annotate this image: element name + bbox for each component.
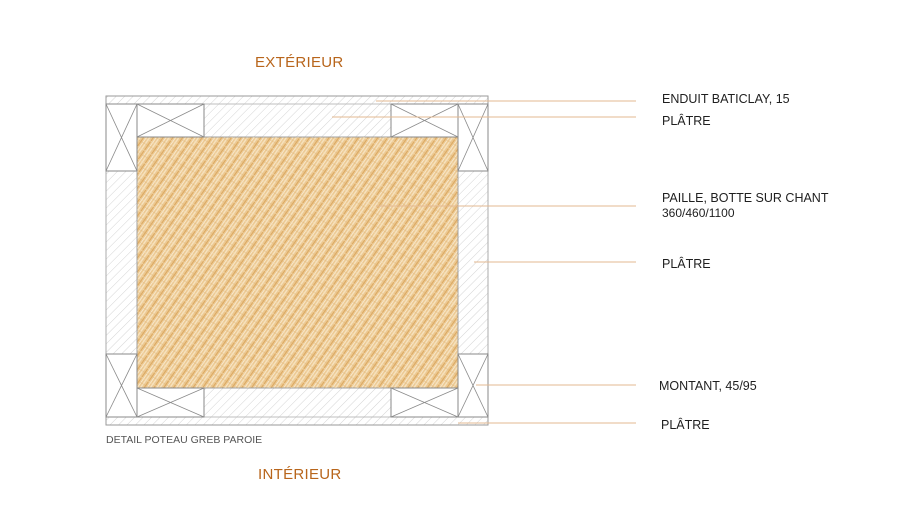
label-platre-2: PLÂTRE xyxy=(662,257,711,271)
interior-label: INTÉRIEUR xyxy=(258,466,342,483)
stud-top-left xyxy=(136,103,205,138)
label-platre-1: PLÂTRE xyxy=(662,114,711,128)
drawing-caption: DETAIL POTEAU GREB PAROIE xyxy=(106,434,263,446)
straw-bale-texture xyxy=(137,137,458,388)
stud-right-bottom xyxy=(457,353,489,418)
label-enduit: ENDUIT BATICLAY, 15 xyxy=(662,92,790,106)
stud-bottom-left xyxy=(136,387,205,418)
stud-right-top xyxy=(457,103,489,172)
stud-top-right xyxy=(390,103,459,138)
stud-left-top xyxy=(105,103,138,172)
label-platre-3: PLÂTRE xyxy=(661,418,710,432)
stud-left-bottom xyxy=(105,353,138,418)
label-paille-line-1: PAILLE, BOTTE SUR CHANT xyxy=(662,191,829,205)
platre-layer-outer xyxy=(105,103,489,418)
exterior-label: EXTÉRIEUR xyxy=(255,54,344,71)
label-paille-line-2: 360/460/1100 xyxy=(662,206,735,220)
stud-bottom-right xyxy=(390,387,459,418)
label-montant: MONTANT, 45/95 xyxy=(659,379,757,393)
